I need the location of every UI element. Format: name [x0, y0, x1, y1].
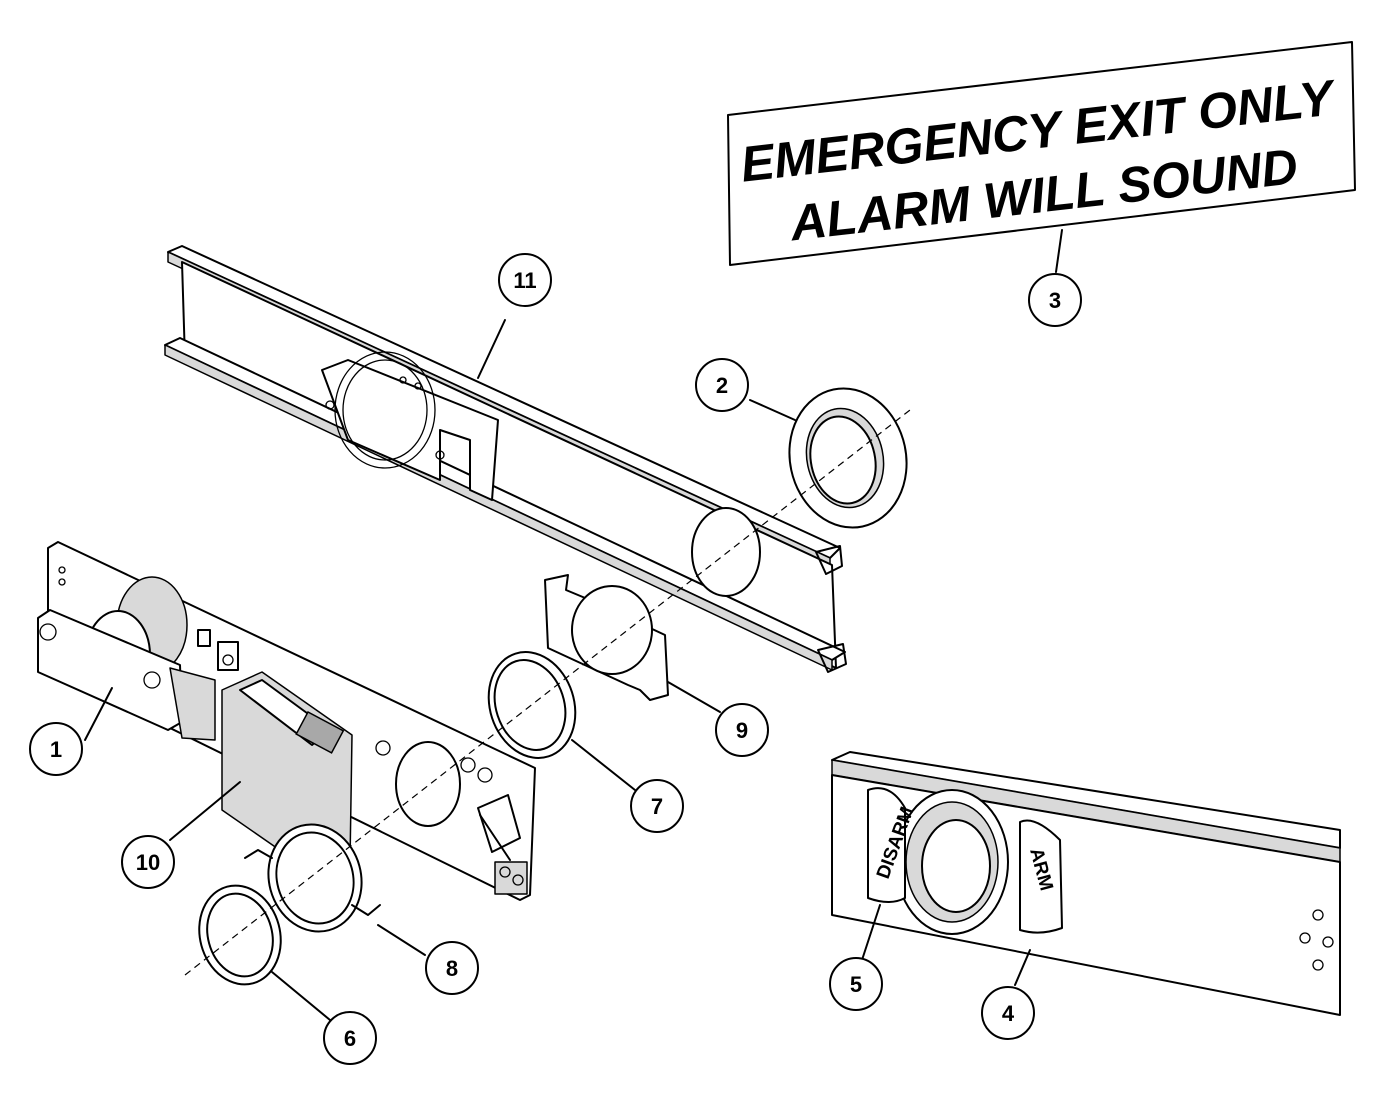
svg-text:2: 2: [716, 373, 728, 398]
svg-text:10: 10: [136, 850, 160, 875]
callout-8: 8: [425, 941, 479, 995]
callout-11: 11: [498, 253, 552, 307]
svg-text:11: 11: [513, 268, 536, 293]
svg-text:9: 9: [736, 718, 748, 743]
svg-text:1: 1: [50, 737, 62, 762]
svg-text:7: 7: [651, 794, 663, 819]
callout-7: 7: [630, 779, 684, 833]
mounting-plate: [544, 574, 721, 713]
callout-5: 5: [829, 957, 883, 1011]
svg-text:3: 3: [1049, 288, 1061, 313]
svg-text:8: 8: [446, 956, 458, 981]
warning-sign: EMERGENCY EXIT ONLY ALARM WILL SOUND: [727, 41, 1356, 273]
bezel-ring: [198, 884, 331, 1021]
callout-9: 9: [715, 703, 769, 757]
assembly-axis: [184, 409, 911, 976]
svg-text:4: 4: [1002, 1001, 1015, 1026]
rail-channel: [164, 245, 847, 673]
svg-text:6: 6: [344, 1026, 356, 1051]
callout-10: 10: [121, 835, 175, 889]
retaining-clip: [244, 823, 426, 956]
callout-3: 3: [1028, 273, 1082, 327]
callout-6: 6: [323, 1011, 377, 1065]
cover-plate: DISARM ARM: [831, 751, 1341, 1016]
callout-1: 1: [29, 722, 83, 776]
spacer-ring: [487, 651, 636, 791]
callout-2: 2: [695, 358, 749, 412]
callout-4: 4: [981, 986, 1035, 1040]
svg-text:5: 5: [850, 972, 862, 997]
